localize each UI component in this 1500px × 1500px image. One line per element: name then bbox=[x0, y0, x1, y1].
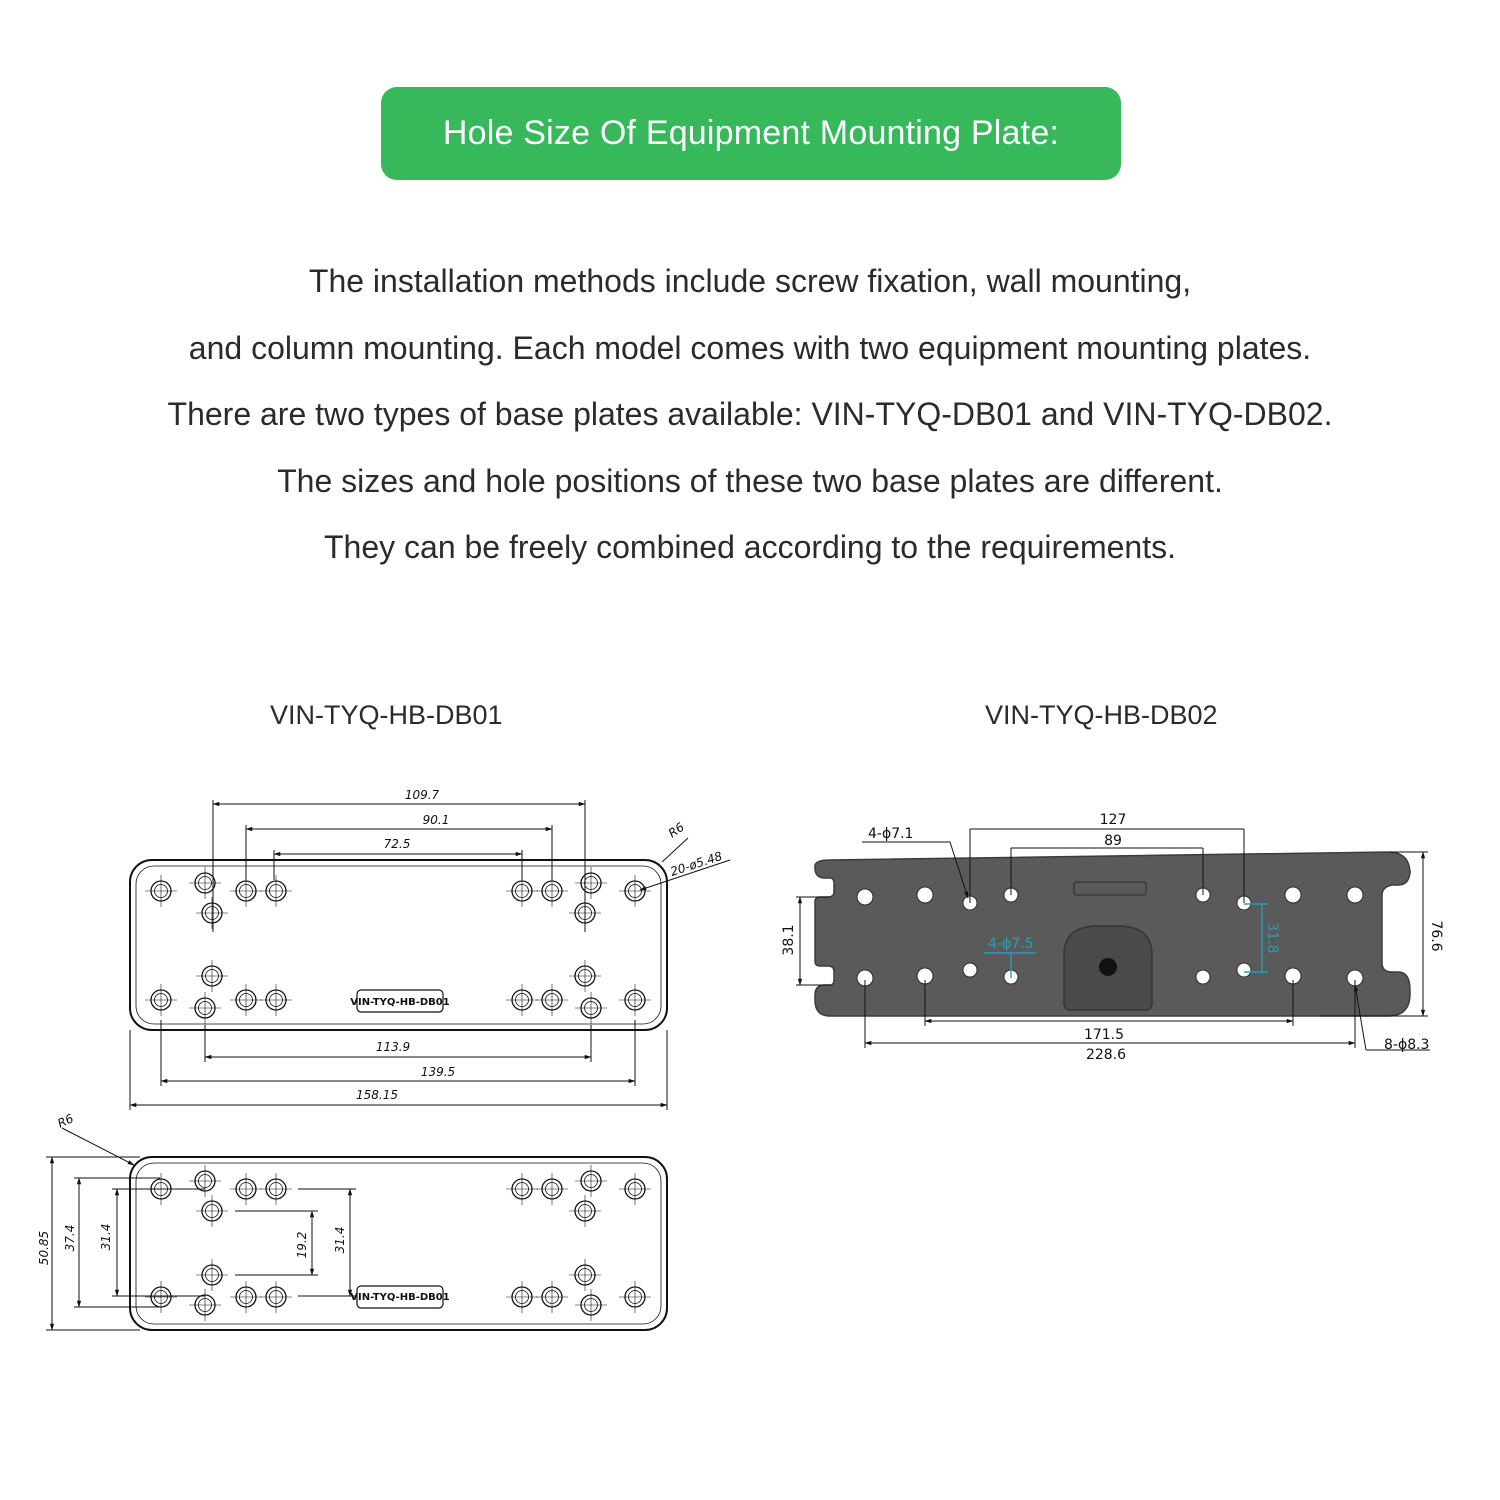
model2-callout-large-holes: 8-ϕ8.3 bbox=[1384, 1037, 1429, 1053]
mounting-hole bbox=[569, 1259, 601, 1291]
model1-second-label-box bbox=[356, 1285, 444, 1309]
model1-second-view bbox=[129, 1156, 668, 1331]
model1-dim-109-7: 109.7 bbox=[405, 788, 440, 802]
intro-line: The installation methods include screw f… bbox=[308, 263, 1192, 299]
mounting-hole bbox=[575, 1165, 607, 1197]
model1-plate-outline bbox=[129, 859, 668, 1031]
mounting-hole bbox=[506, 1281, 538, 1313]
mounting-hole bbox=[569, 1195, 601, 1227]
intro-line: They can be freely combined according to… bbox=[323, 529, 1176, 565]
model2-holes bbox=[856, 886, 1364, 987]
model1-title: VIN-TYQ-HB-DB01 bbox=[270, 700, 503, 730]
mounting-hole bbox=[569, 960, 601, 992]
mounting-hole bbox=[536, 1281, 568, 1313]
model1-second-plate-outline bbox=[129, 1156, 668, 1331]
mounting-hole bbox=[230, 1173, 262, 1205]
model1-dim-139-5: 139.5 bbox=[421, 1065, 455, 1079]
mounting-hole bbox=[189, 867, 221, 899]
model1-dim-90-1: 90.1 bbox=[423, 813, 450, 827]
intro-line: There are two types of base plates avail… bbox=[167, 396, 1333, 432]
mounting-hole bbox=[536, 984, 568, 1016]
mounting-hole bbox=[619, 875, 651, 907]
model1-side-dim-37-4: 37.4 bbox=[63, 1225, 77, 1252]
intro-line: The sizes and hole positions of these tw… bbox=[277, 462, 1223, 499]
mounting-hole bbox=[506, 984, 538, 1016]
model1-holes-callout: 20-ø5.48 bbox=[669, 849, 725, 879]
model1-top-view bbox=[129, 859, 668, 1031]
mounting-hole bbox=[619, 1173, 651, 1205]
mounting-hole bbox=[619, 1281, 651, 1313]
intro-line: and column mounting. Each model comes wi… bbox=[188, 329, 1312, 366]
model1-dim-158-15: 158.15 bbox=[356, 1088, 398, 1102]
model2-dim-31-8: 31.8 bbox=[1264, 922, 1280, 953]
mounting-hole bbox=[260, 875, 292, 907]
model2-drawing bbox=[796, 828, 1430, 1051]
mounting-hole bbox=[189, 992, 221, 1024]
mounting-hole bbox=[1195, 969, 1211, 985]
model2-center-hole bbox=[1099, 958, 1117, 976]
model2-dim-76-6: 76.6 bbox=[1428, 920, 1444, 951]
mounting-hole bbox=[196, 960, 228, 992]
model1-top-holes bbox=[145, 867, 651, 1024]
mounting-hole bbox=[230, 984, 262, 1016]
section-title-badge: Hole Size Of Equipment Mounting Plate: bbox=[381, 87, 1121, 180]
mounting-hole bbox=[536, 1173, 568, 1205]
mounting-hole bbox=[916, 886, 934, 904]
model1-radius-callout: R6 bbox=[666, 820, 687, 841]
model1-top-dimensions bbox=[129, 800, 731, 1110]
model2-callout-mid-holes: 4-ϕ7.5 bbox=[988, 936, 1033, 952]
intro-text: The installation methods include screw f… bbox=[0, 248, 1500, 581]
model1-plate-label-box bbox=[356, 989, 444, 1013]
model2-title: VIN-TYQ-HB-DB02 bbox=[985, 700, 1218, 730]
mounting-hole bbox=[506, 875, 538, 907]
model1-side-dim-50-85: 50.85 bbox=[37, 1231, 51, 1265]
model2-accent-dimensions bbox=[984, 903, 1268, 978]
model2-engraved-label bbox=[1073, 881, 1147, 896]
mounting-hole bbox=[189, 1289, 221, 1321]
mounting-hole bbox=[962, 962, 978, 978]
mounting-hole bbox=[230, 1281, 262, 1313]
model1-side-dim-19-2: 19.2 bbox=[295, 1232, 309, 1259]
model2-dim-228-6: 228.6 bbox=[1086, 1047, 1126, 1063]
mounting-hole bbox=[196, 897, 228, 929]
mounting-hole bbox=[575, 867, 607, 899]
mounting-hole bbox=[506, 1173, 538, 1205]
mounting-hole bbox=[145, 984, 177, 1016]
mounting-hole bbox=[260, 1281, 292, 1313]
model2-dim-38-1: 38.1 bbox=[781, 924, 797, 955]
mounting-hole bbox=[196, 1195, 228, 1227]
mounting-hole bbox=[196, 1259, 228, 1291]
model1-plate-inner-outline bbox=[135, 865, 662, 1025]
mounting-hole bbox=[575, 1289, 607, 1321]
model1-dim-72-5: 72.5 bbox=[384, 837, 411, 851]
model2-callout-small-holes: 4-ϕ7.1 bbox=[868, 826, 913, 842]
mounting-hole bbox=[536, 875, 568, 907]
model1-side-dim-31-4-b: 31.4 bbox=[333, 1227, 347, 1254]
model1-side-dimensions bbox=[46, 1127, 356, 1331]
mounting-hole bbox=[230, 875, 262, 907]
mounting-hole bbox=[260, 1173, 292, 1205]
mounting-hole bbox=[189, 1165, 221, 1197]
mounting-hole bbox=[260, 984, 292, 1016]
mounting-hole bbox=[145, 875, 177, 907]
model2-dim-89: 89 bbox=[1104, 833, 1122, 849]
model1-second-plate-inner-outline bbox=[135, 1162, 662, 1325]
model2-dim-127: 127 bbox=[1100, 812, 1127, 828]
model1-plate-label: VIN-TYQ-HB-DB01 bbox=[350, 997, 449, 1008]
model1-side-dim-31-4-a: 31.4 bbox=[99, 1224, 113, 1251]
mounting-hole bbox=[575, 992, 607, 1024]
mounting-hole bbox=[619, 984, 651, 1016]
mounting-hole bbox=[145, 1281, 177, 1313]
mounting-hole bbox=[1346, 886, 1364, 904]
model2-dimensions bbox=[796, 828, 1430, 1051]
model2-dim-171-5: 171.5 bbox=[1084, 1027, 1124, 1043]
mounting-hole bbox=[1236, 962, 1252, 978]
mounting-hole bbox=[856, 888, 874, 906]
model1-side-radius-callout: R6 bbox=[55, 1111, 76, 1131]
model1-second-plate-label: VIN-TYQ-HB-DB01 bbox=[350, 1292, 449, 1303]
model1-dim-113-9: 113.9 bbox=[376, 1040, 410, 1054]
mounting-hole bbox=[1284, 886, 1302, 904]
